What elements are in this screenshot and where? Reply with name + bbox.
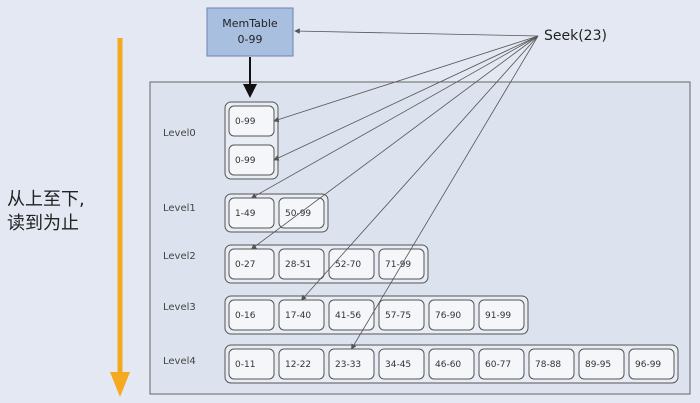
sstable-box <box>578 348 625 380</box>
level-3: Level3 0-16 17-40 41-56 57-75 76-90 91-99 <box>163 295 529 335</box>
seek-lines <box>250 28 539 350</box>
sstable-range: 96-99 <box>635 360 661 370</box>
sstable-range: 76-90 <box>435 311 461 321</box>
sstable-range: 52-70 <box>335 260 361 270</box>
sstable-box <box>428 299 475 331</box>
sstable-box <box>378 348 425 380</box>
level-label: Level1 <box>163 203 196 214</box>
seek-line-level0 <box>273 35 539 123</box>
sstable-box <box>428 348 475 380</box>
sstable-box <box>328 299 375 331</box>
side-note-line2: 读到为止 <box>7 213 79 234</box>
level-label: Level2 <box>163 251 196 262</box>
side-note-line1: 从上至下, <box>7 189 85 210</box>
sstable-box <box>278 248 325 280</box>
level-4: Level4 0-11 12-22 23-33 34-45 46-60 60-77 78-88… <box>163 344 679 384</box>
sstable-range: 0-27 <box>235 260 255 270</box>
sstable-range: 91-99 <box>485 311 511 321</box>
sstable-range: 23-33 <box>335 360 361 370</box>
sstable-range: 60-77 <box>485 360 511 370</box>
level-group-box <box>224 244 429 284</box>
seek-line-level1 <box>250 35 539 199</box>
sstable-range: 0-99 <box>235 117 256 127</box>
memtable-box: MemTable 0-99 <box>206 7 294 57</box>
sstable-range: 28-51 <box>285 260 311 270</box>
sstable-box <box>628 348 675 380</box>
sstable-range: 46-60 <box>435 360 461 370</box>
sstable-box <box>378 248 425 280</box>
sstable-range: 71-99 <box>385 260 411 270</box>
level-0: Level0 0-99 0-99 <box>163 101 279 180</box>
seek-label: Seek(23) <box>544 28 607 44</box>
sstable-range: 57-75 <box>385 311 411 321</box>
sstable-range: 34-45 <box>385 360 411 370</box>
sstable-range: 1-49 <box>235 209 256 219</box>
sstable-box <box>228 348 275 380</box>
sstable-box <box>228 299 275 331</box>
level-2: Level2 0-27 28-51 52-70 71-99 <box>163 244 429 284</box>
seek-line-level4 <box>351 35 539 350</box>
sstable-range: 0-11 <box>235 360 255 370</box>
seek-line-memtable <box>294 28 539 37</box>
seek-line-level0 <box>273 35 539 161</box>
sstable-box <box>478 299 525 331</box>
sstable-range: 78-88 <box>535 360 561 370</box>
sstable-range: 17-40 <box>285 311 311 321</box>
sstable-range: 0-99 <box>235 156 256 166</box>
level-label: Level4 <box>163 356 196 367</box>
level-label: Level0 <box>163 128 196 139</box>
side-note: 从上至下, 读到为止 <box>7 188 85 236</box>
memtable-range: 0-99 <box>238 33 263 46</box>
sstable-range: 0-16 <box>235 311 256 321</box>
memtable-title: MemTable <box>222 17 278 30</box>
level-label: Level3 <box>163 302 196 313</box>
sstable-range: 12-22 <box>285 360 311 370</box>
sstable-range: 89-95 <box>585 360 611 370</box>
sstable-range: 41-56 <box>335 311 361 321</box>
levels-layer: Level00-990-99Level11-4950-99Level20-272… <box>163 101 679 384</box>
sstable-box <box>478 348 525 380</box>
sstable-box <box>278 348 325 380</box>
seek-line-level3 <box>300 35 539 301</box>
seek-line-level2 <box>250 35 539 250</box>
sstable-box <box>528 348 575 380</box>
sstable-box <box>378 299 425 331</box>
